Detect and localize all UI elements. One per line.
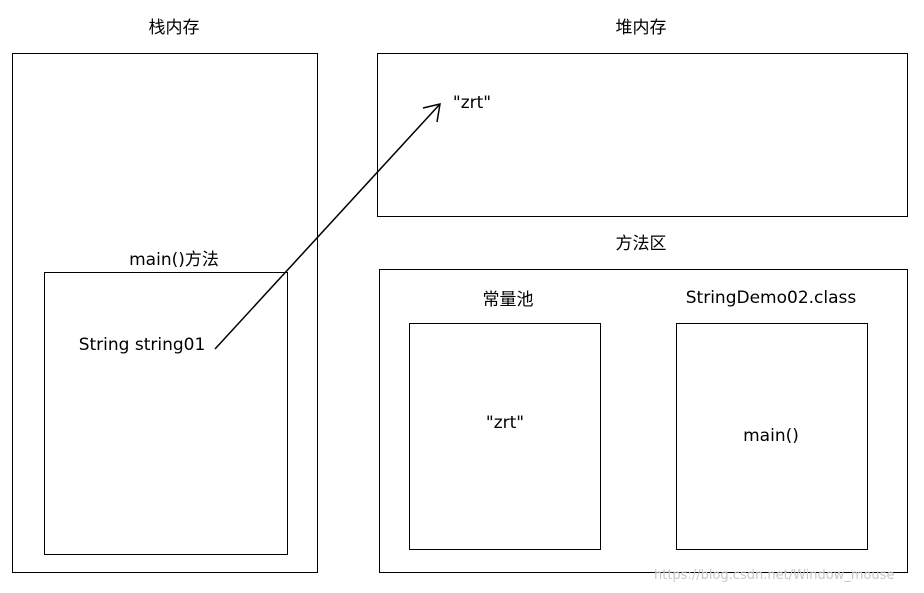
constant-pool-title: 常量池 [482, 290, 534, 310]
watermark: https://blog.csdn.net/Window_mouse [654, 568, 895, 583]
constant-pool-value: "zrt" [485, 413, 525, 433]
method-area-title: 方法区 [615, 234, 667, 254]
constant-pool-box [409, 323, 601, 550]
heap-memory-title: 堆内存 [615, 18, 667, 38]
heap-memory-box [377, 53, 908, 217]
class-info-title: StringDemo02.class [685, 288, 857, 308]
variable-label: String string01 [78, 335, 206, 355]
main-frame-box [44, 272, 288, 555]
heap-string-object: "zrt" [452, 93, 492, 113]
method-area-box [379, 269, 908, 573]
stack-memory-title: 栈内存 [148, 18, 200, 38]
main-frame-title: main()方法 [129, 250, 219, 270]
class-method-label: main() [743, 426, 799, 446]
class-info-box [676, 323, 868, 550]
